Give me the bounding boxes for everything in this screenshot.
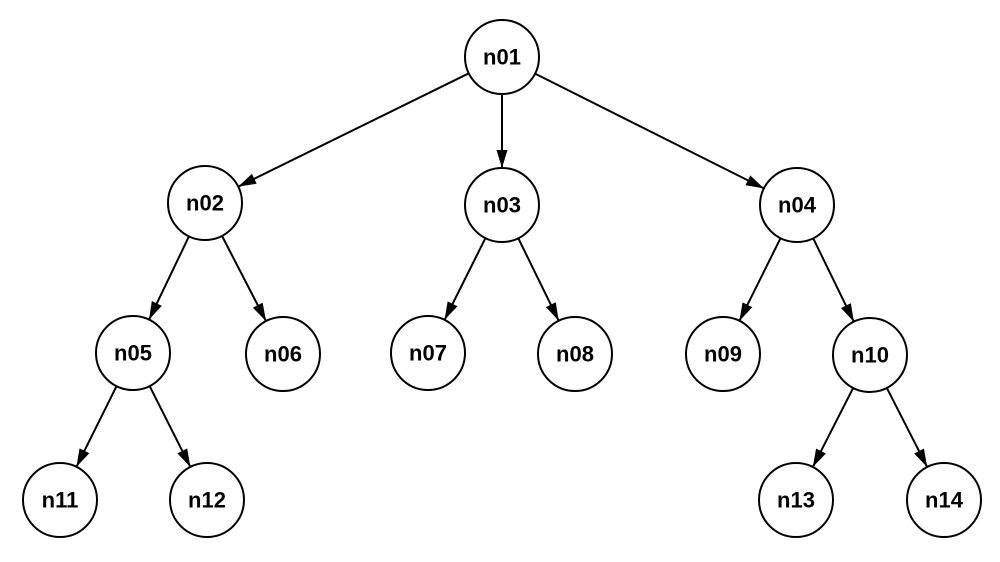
tree-node-label-n05: n05 xyxy=(114,341,152,366)
tree-node-label-n04: n04 xyxy=(778,193,817,218)
tree-node-n14 xyxy=(906,462,982,538)
tree-node-label-n06: n06 xyxy=(264,342,302,367)
tree-node-n04 xyxy=(759,167,835,243)
tree-edge-n05-n11 xyxy=(75,385,118,468)
tree-edge-n10-n14 xyxy=(885,387,929,468)
tree-node-n09 xyxy=(685,316,761,392)
tree-node-label-n09: n09 xyxy=(704,342,742,367)
tree-node-label-n12: n12 xyxy=(188,488,226,513)
tree-node-label-n01: n01 xyxy=(483,45,521,70)
tree-node-label-n08: n08 xyxy=(556,342,594,367)
tree-edge-n04-n09 xyxy=(738,237,782,322)
tree-edge-n01-n02 xyxy=(237,72,470,188)
tree-edge-n02-n06 xyxy=(221,235,267,322)
tree-node-label-n03: n03 xyxy=(483,193,521,218)
tree-edge-n03-n07 xyxy=(443,237,487,321)
tree-edge-n02-n05 xyxy=(148,235,190,321)
tree-node-n01 xyxy=(464,19,540,95)
tree-node-n12 xyxy=(169,462,245,538)
tree-node-label-n10: n10 xyxy=(851,343,889,368)
tree-node-n10 xyxy=(832,317,908,393)
tree-node-n07 xyxy=(390,315,466,391)
tree-node-label-n13: n13 xyxy=(777,488,815,513)
tree-node-label-n02: n02 xyxy=(186,191,224,216)
tree-node-label-n11: n11 xyxy=(42,488,79,513)
tree-node-n11 xyxy=(22,462,98,538)
tree-edge-n01-n04 xyxy=(534,72,765,190)
tree-edge-n05-n12 xyxy=(148,385,192,468)
tree-node-n13 xyxy=(758,462,834,538)
tree-node-label-n07: n07 xyxy=(409,341,447,366)
tree-node-n05 xyxy=(95,315,171,391)
tree-node-n08 xyxy=(537,316,613,392)
tree-node-n03 xyxy=(464,167,540,243)
tree-node-label-n14: n14 xyxy=(925,488,964,513)
tree-edge-n10-n13 xyxy=(811,387,855,468)
tree-edge-n03-n08 xyxy=(517,237,560,322)
tree-edge-n04-n10 xyxy=(812,237,855,323)
tree-node-n06 xyxy=(245,316,321,392)
tree-node-n02 xyxy=(167,165,243,241)
